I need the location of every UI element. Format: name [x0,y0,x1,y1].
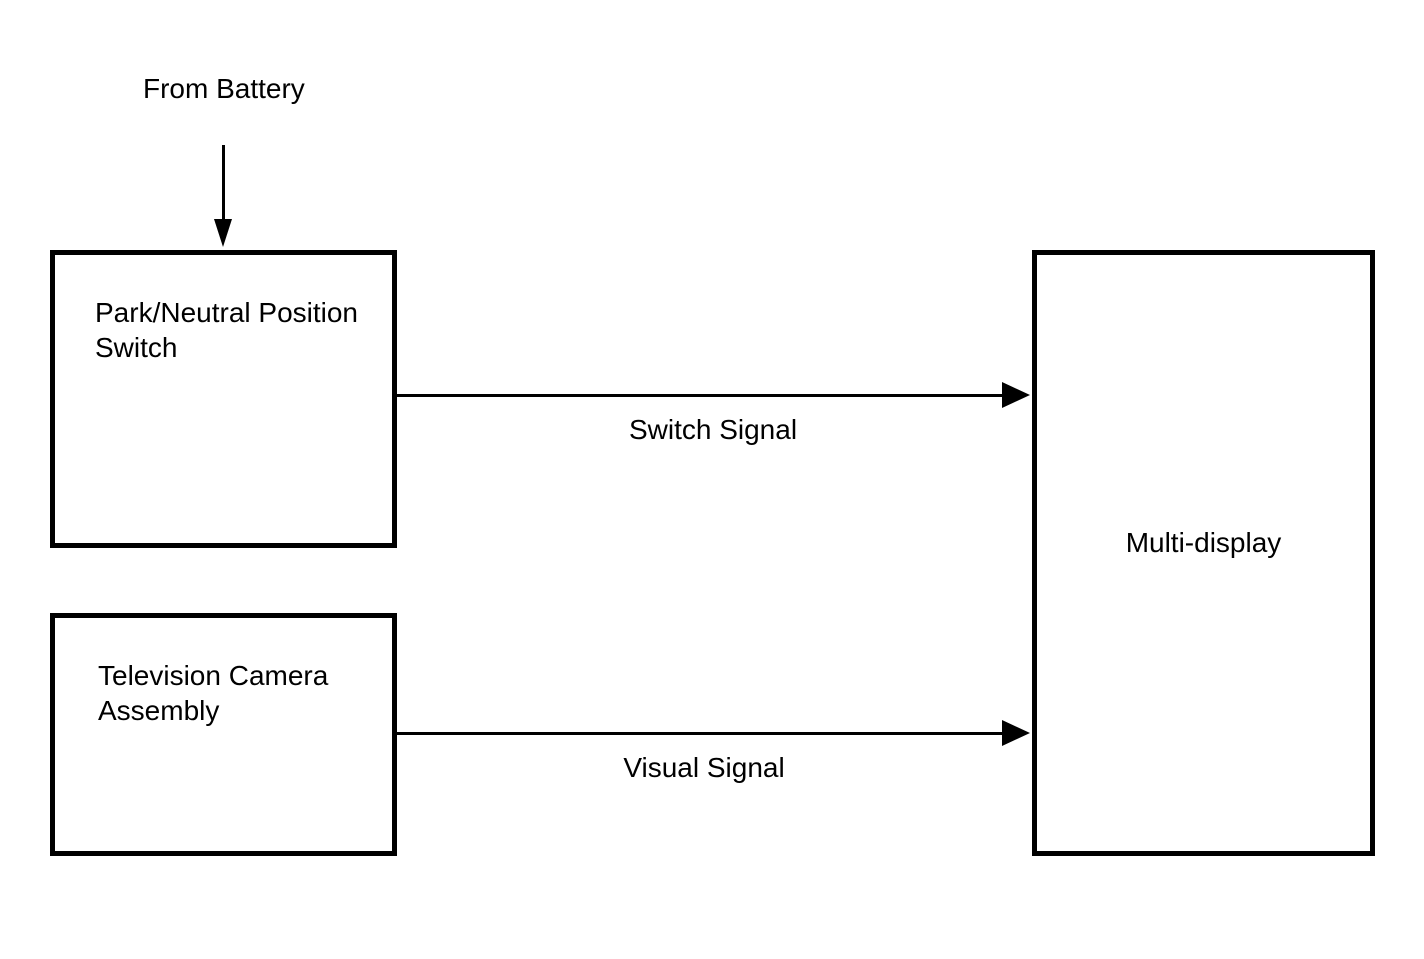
edge-label-switch-signal: Switch Signal [628,414,798,445]
node-multi-display: Multi-display [1032,250,1375,856]
node-park-neutral-label: Park/Neutral Position Switch [55,255,392,365]
down-arrowhead-icon [214,219,232,247]
node-multi-display-label: Multi-display [1125,526,1282,558]
edge-label-visual-signal: Visual Signal [623,752,785,783]
node-tv-camera-label-line1: Television Camera [98,660,329,691]
node-tv-camera-label-line2: Assembly [98,695,220,726]
switch-signal-arrow-line [397,394,1004,397]
right-arrowhead-icon [1002,382,1030,408]
battery-arrow-line [222,145,225,221]
right-arrowhead-icon [1002,720,1030,746]
from-battery-label: From Battery [143,73,305,104]
node-park-neutral-label-line2: Switch [95,332,178,363]
node-park-neutral-label-line1: Park/Neutral Position [95,297,359,328]
node-park-neutral-position-switch: Park/Neutral Position Switch [50,250,397,548]
visual-signal-arrow-line [397,732,1004,735]
node-tv-camera-label: Television Camera Assembly [55,618,392,728]
node-television-camera-assembly: Television Camera Assembly [50,613,397,856]
